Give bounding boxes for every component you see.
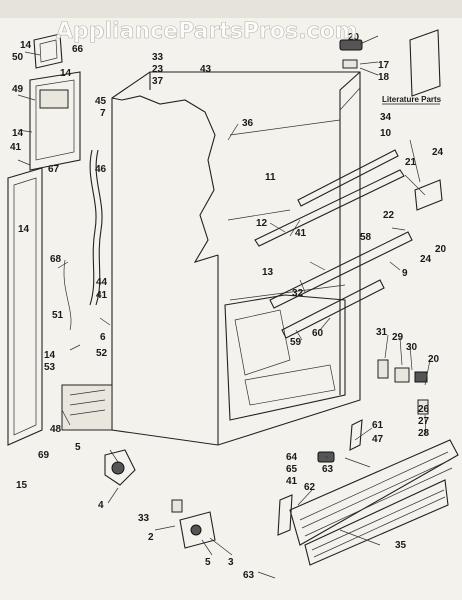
evaporator-cover [29,33,81,171]
bottom-grille [289,439,459,566]
callout-14b: 14 [12,128,24,139]
callout-14a: 14 [20,40,32,51]
callout-68: 68 [50,254,62,265]
callout-61: 61 [372,420,384,431]
callout-48: 48 [50,424,62,435]
callout-20a: 20 [348,32,360,43]
scan-header-band [0,0,462,18]
callout-33a: 33 [138,513,150,524]
callout-14d: 14 [44,350,56,361]
callout-24a: 24 [432,147,444,158]
callout-41d: 41 [286,476,298,487]
callout-47: 47 [372,434,384,445]
callout-2: 2 [148,532,154,543]
callout-46: 46 [95,164,107,175]
callout-18: 18 [378,72,390,83]
callout-63b: 63 [322,464,334,475]
callout-44: 44 [96,277,108,288]
left-liner-panel [7,167,43,446]
callout-7: 7 [100,108,106,119]
bottom-hardware [61,384,363,549]
callout-37: 37 [152,76,164,87]
callout-24b: 24 [420,254,432,265]
callout-59: 59 [290,337,302,348]
callout-14e: 14 [60,68,72,79]
callout-49: 49 [12,84,24,95]
callout-3: 3 [228,557,234,568]
callout-20b: 20 [435,244,447,255]
callout-63a: 63 [243,570,255,581]
callout-22: 22 [383,210,395,221]
callout-4: 4 [98,500,104,511]
callout-27: 27 [418,416,430,427]
callout-66: 66 [72,44,84,55]
callout-41a: 41 [10,142,22,153]
callout-41c: 41 [295,228,307,239]
callout-5a: 5 [75,442,81,453]
callout-69: 69 [38,450,50,461]
watermark-text: AppliancePartsPros.com [56,19,358,44]
leader-lines [17,35,431,579]
callout-26: 26 [418,404,430,415]
callout-32: 32 [292,288,304,299]
callout-31: 31 [376,327,388,338]
callout-12: 12 [256,218,268,229]
callout-5b: 5 [205,557,211,568]
drain-tube [63,149,103,331]
callout-67: 67 [48,164,60,175]
right-hardware [339,29,443,415]
callout-14c: 14 [18,224,30,235]
callout-9: 9 [402,268,408,279]
callout-15: 15 [16,480,28,491]
callout-11: 11 [265,172,276,183]
shelf-rails [254,149,413,339]
callout-21: 21 [405,157,417,168]
callout-35: 35 [395,540,407,551]
callout-23: 23 [152,64,164,75]
callout-45: 45 [95,96,107,107]
callout-17: 17 [378,60,390,71]
callout-43: 43 [200,64,212,75]
callout-65: 65 [286,464,298,475]
callout-10: 10 [380,128,392,139]
callout-52: 52 [96,348,108,359]
callout-28: 28 [418,428,430,439]
callout-58: 58 [360,232,372,243]
callout-62: 62 [304,482,316,493]
callout-6: 6 [100,332,106,343]
callout-33b: 33 [152,52,164,63]
callout-51: 51 [52,310,64,321]
callout-29: 29 [392,332,404,343]
callout-41b: 41 [96,290,108,301]
callout-labels: 14 50 49 14 41 67 14 68 51 14 53 48 69 1… [10,32,447,581]
callout-64: 64 [286,452,298,463]
callout-53: 53 [44,362,56,373]
callout-30: 30 [406,342,418,353]
callout-20c: 20 [428,354,440,365]
callout-60: 60 [312,328,324,339]
callout-13: 13 [262,267,274,278]
callout-36: 36 [242,118,254,129]
callout-50: 50 [12,52,24,63]
cabinet-shell [111,71,361,446]
callout-34: 34 [380,112,392,123]
literature-parts-label: Literature Parts [382,95,442,104]
